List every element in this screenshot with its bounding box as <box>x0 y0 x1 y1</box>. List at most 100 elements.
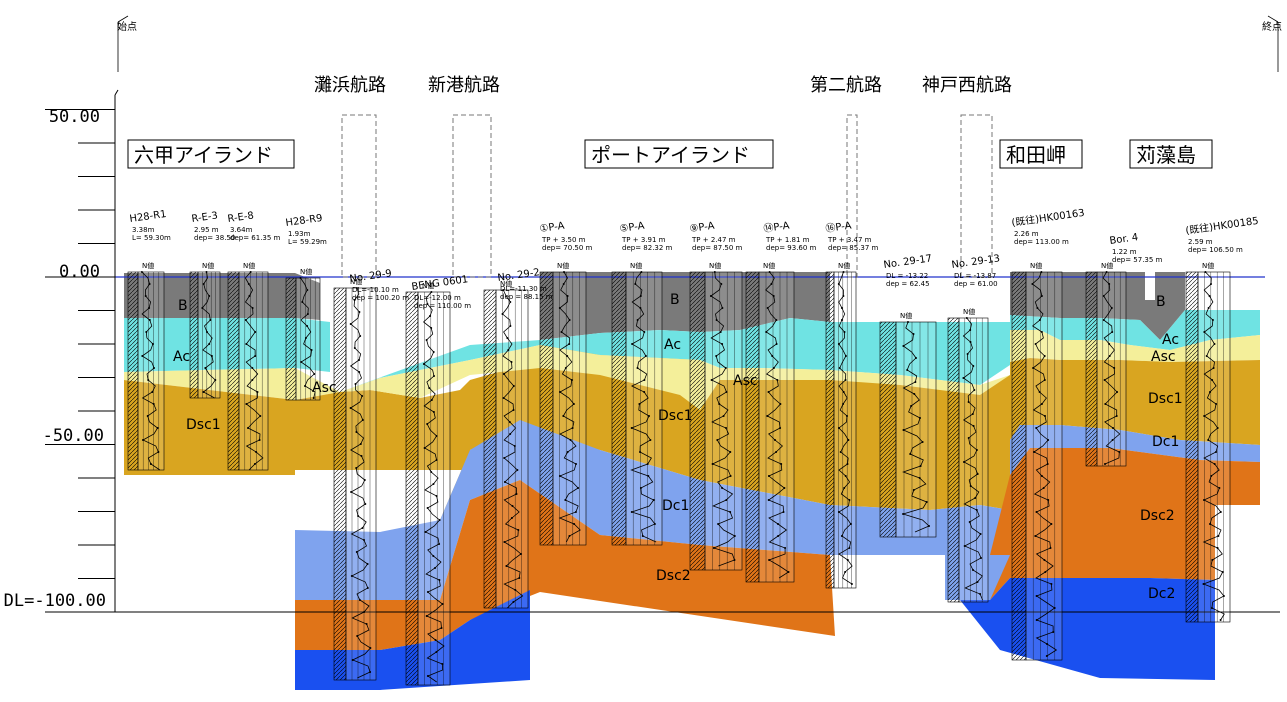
label-b-karumo: B <box>1156 294 1166 310</box>
layer-dc2-wada <box>960 578 1215 680</box>
borehole-depth: dep = 61.00 <box>954 280 998 288</box>
borehole-name: No. 29-13 <box>951 253 1001 271</box>
lithology-column <box>1085 271 1098 467</box>
nvalue-caption: N値 <box>422 281 434 290</box>
nvalue-caption: N値 <box>963 307 975 316</box>
borehole-elevation: TP + 2.47 m <box>691 236 736 244</box>
layer-asc-port <box>340 345 1010 410</box>
nvalue-trace <box>244 271 264 471</box>
layer-dc1-wada <box>1010 425 1260 475</box>
end-point-marker: 終点 <box>1262 15 1282 72</box>
nvalue-trace <box>710 271 736 567</box>
level-minus50-label: -50.00 <box>43 426 104 446</box>
nvalue-trace <box>630 271 657 543</box>
lithology-column <box>611 271 627 546</box>
nvalue-trace <box>765 271 790 579</box>
borehole-name: (既往)HK00185 <box>1185 214 1260 237</box>
borehole-elevation: 1.93m <box>288 230 311 238</box>
lithology-column <box>745 271 760 583</box>
borehole-name: ⑨P-A <box>689 221 715 235</box>
lithology-column <box>539 271 554 546</box>
nvalue-trace <box>962 317 983 601</box>
borehole-depth: dep = 62.45 <box>886 280 930 288</box>
nvalue-chart <box>197 271 221 399</box>
lithology-column <box>1185 271 1199 623</box>
lithology-column <box>879 321 897 538</box>
label-asc-karumo: Asc <box>1151 349 1176 365</box>
label-b-rokko: B <box>178 298 188 314</box>
label-dc1-karumo: Dc1 <box>1152 434 1179 450</box>
route-kobe-nishi: 神戸西航路 <box>922 75 1012 96</box>
nvalue-chart <box>238 271 269 471</box>
borehole-depth: dep= 70.50 m <box>542 244 593 252</box>
borehole-elevation: 2.59 m <box>1188 238 1213 246</box>
nvalue-chart <box>958 317 989 603</box>
lithology-column <box>405 291 419 686</box>
nvalue-caption: N値 <box>630 261 642 270</box>
nvalue-caption: N値 <box>1030 261 1042 270</box>
nvalue-chart <box>345 287 377 681</box>
svg-text:始点: 始点 <box>117 20 137 33</box>
lithology-column <box>189 271 199 399</box>
nvalue-trace <box>558 271 581 543</box>
borehole-elevation: DL=-11.30 m <box>500 285 547 293</box>
borehole-elevation: DL = -13.87 <box>954 272 996 280</box>
layer-dsc2-main <box>295 480 835 650</box>
nvalue-trace <box>422 291 445 683</box>
route-shinko: 新港航路 <box>428 75 500 96</box>
layer-labels: B Ac Asc Dsc1 B Ac Asc Dsc1 Dc1 Dsc2 B A… <box>173 292 1183 602</box>
borehole-name: ①P-A <box>539 221 565 235</box>
nvalue-trace <box>141 271 161 471</box>
nvalue-trace <box>901 321 930 533</box>
site-port-island: ポートアイランド <box>591 143 750 167</box>
layer-dsc1-rokko <box>124 380 470 475</box>
lithology-column <box>947 317 960 603</box>
axis-minor-ticks <box>45 109 115 613</box>
level-0-label: 0.00 <box>59 262 100 282</box>
route-daini: 第二航路 <box>810 75 882 96</box>
label-dc2-karumo: Dc2 <box>1148 586 1175 602</box>
nvalue-trace <box>501 289 524 609</box>
layer-ac-rokko <box>124 318 330 372</box>
lithology-column <box>285 277 297 401</box>
svg-text:終点: 終点 <box>1262 20 1282 33</box>
nvalue-caption: N値 <box>300 267 312 276</box>
nvalue-caption: N値 <box>1202 261 1214 270</box>
channel-outlines <box>341 114 993 278</box>
nvalue-caption: N値 <box>500 279 512 288</box>
nvalue-chart <box>625 271 663 546</box>
borehole-depth: L= 59.30m <box>132 234 171 242</box>
lithology-column <box>127 271 139 471</box>
layer-dc2-channel <box>295 590 530 690</box>
borehole-elevation: DL=-10.10 m <box>352 286 399 294</box>
nvalue-caption: N値 <box>1101 261 1113 270</box>
borehole-elevation: 3.38m <box>132 226 155 234</box>
borehole-name: R-E-3 <box>191 210 219 225</box>
layer-b-rokko <box>124 273 320 320</box>
borehole-name: ⑤P-A <box>619 221 645 235</box>
borehole-elevation: TP + 3.91 m <box>621 236 666 244</box>
borehole-name: H28-R9 <box>285 213 323 229</box>
site-labels: 六甲アイランド ポートアイランド 和田岬 苅藻島 <box>127 139 1213 169</box>
level-50-label: 50.00 <box>49 107 100 127</box>
borehole-elevation: DL=-12.00 m <box>414 294 461 302</box>
nvalue-chart <box>895 321 937 538</box>
nvalue-chart <box>833 271 857 589</box>
borehole-depth: dep = 88.15 m <box>500 293 553 301</box>
label-dsc1-port: Dsc1 <box>658 408 693 424</box>
label-asc-port: Asc <box>733 373 758 389</box>
layer-b-wada <box>1010 272 1185 340</box>
label-dc1-port: Dc1 <box>662 498 689 514</box>
borehole-name: R-E-8 <box>227 210 255 225</box>
nvalue-chart <box>1197 271 1231 623</box>
borehole-depth: dep = 100.20 m <box>352 294 409 302</box>
